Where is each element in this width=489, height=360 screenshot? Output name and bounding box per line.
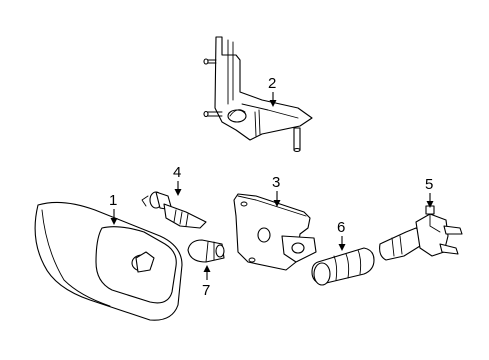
callout-6: 6 xyxy=(337,219,346,251)
callout-1: 1 xyxy=(109,192,118,225)
part-2-bracket xyxy=(203,36,313,153)
callout-7: 7 xyxy=(202,265,211,299)
part-6-sleeve xyxy=(311,247,375,286)
callout-5: 5 xyxy=(425,176,434,208)
callout-4: 4 xyxy=(173,164,182,196)
part-7-bulb xyxy=(187,239,225,263)
part-3-bracket xyxy=(233,193,317,271)
part-1-lamp-housing xyxy=(34,201,183,321)
callout-3: 3 xyxy=(272,174,281,207)
callout-2-number: 2 xyxy=(268,75,276,92)
callout-2: 2 xyxy=(268,75,277,107)
callout-4-number: 4 xyxy=(173,164,181,181)
callout-7-number: 7 xyxy=(202,282,210,299)
callout-5-number: 5 xyxy=(425,176,433,193)
part-5-socket xyxy=(379,205,463,261)
callout-6-number: 6 xyxy=(337,219,345,236)
part-4-bulb xyxy=(141,191,207,229)
callout-3-number: 3 xyxy=(272,174,280,191)
callout-1-number: 1 xyxy=(109,192,117,209)
